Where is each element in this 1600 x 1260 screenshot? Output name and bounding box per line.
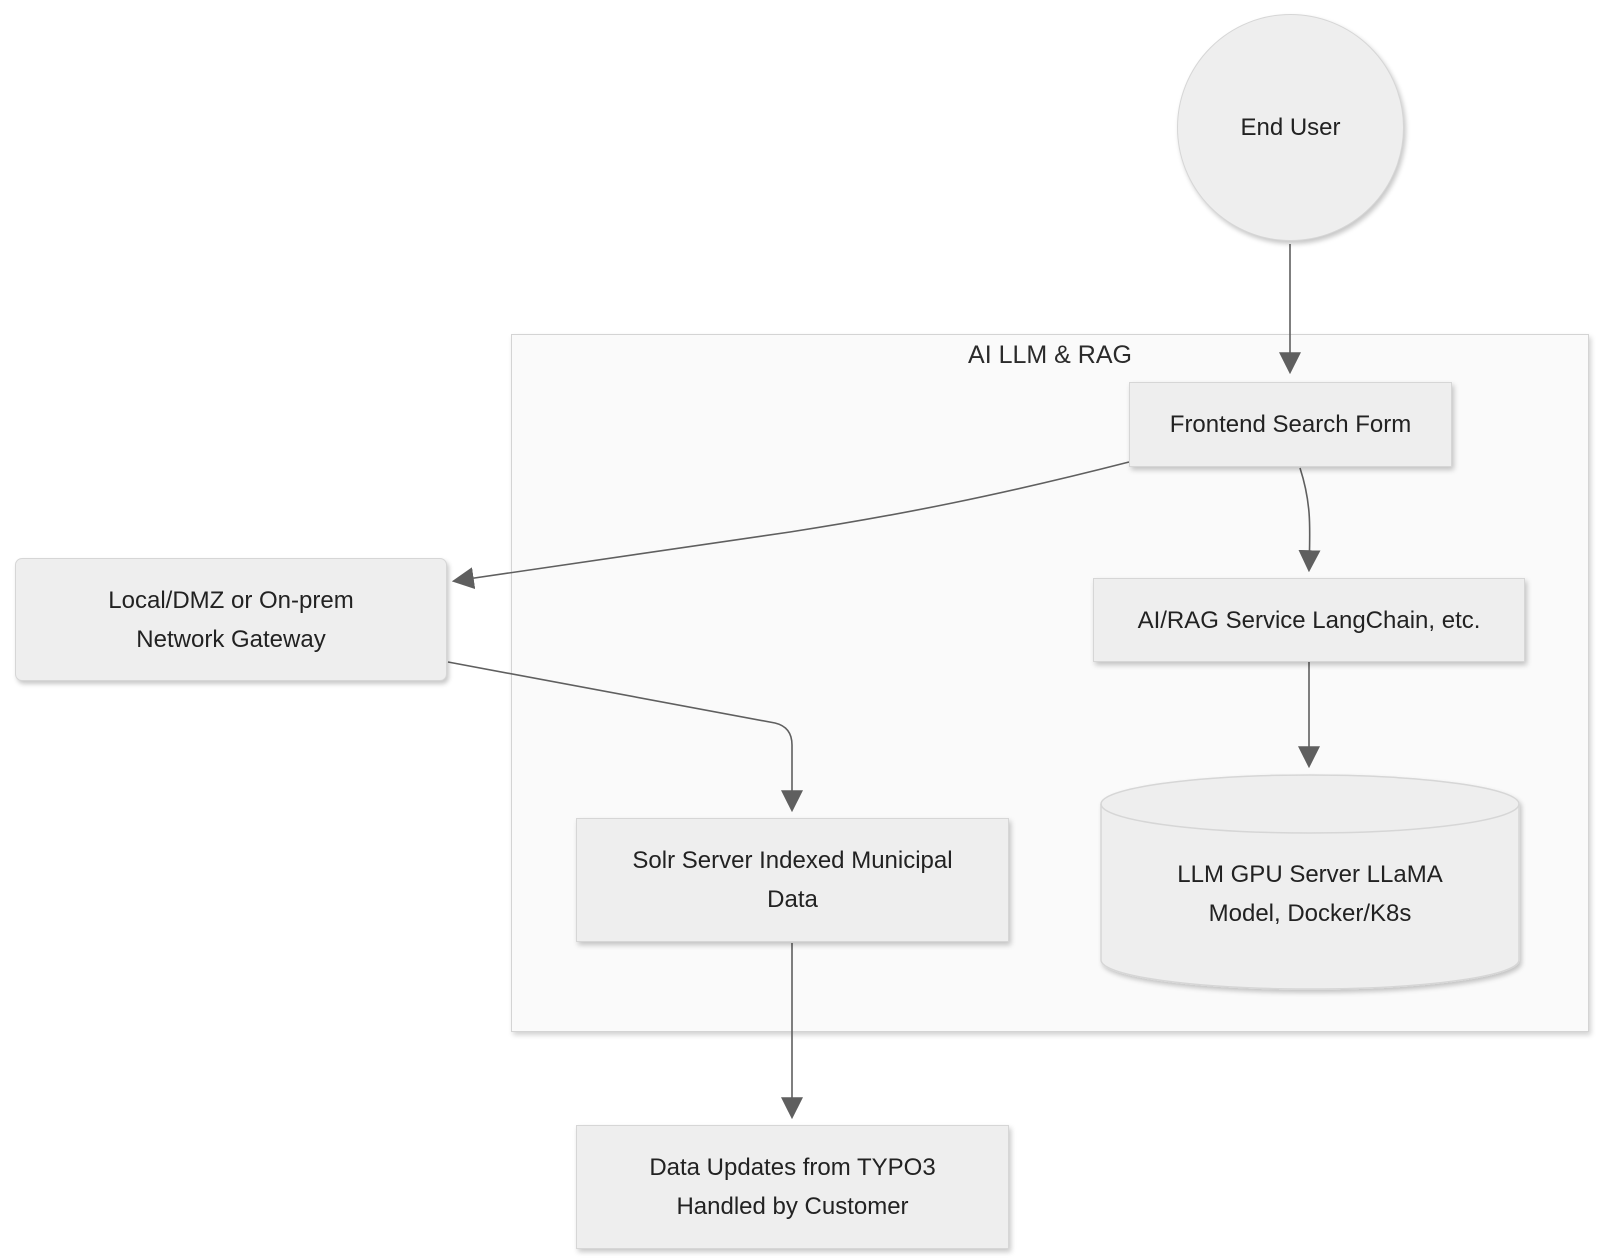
gateway-node: Local/DMZ or On-prem Network Gateway [15, 558, 447, 681]
database-cylinder-icon [1100, 774, 1520, 990]
edge-frontend-airag [1298, 467, 1321, 573]
data-updates-label: Data Updates from TYPO3 Handled by Custo… [649, 1154, 936, 1220]
data-updates-node: Data Updates from TYPO3 Handled by Custo… [576, 1125, 1009, 1249]
edge-gateway-solr [447, 661, 803, 813]
edge-frontend-gateway [451, 461, 1130, 590]
frontend-search-form-label: Frontend Search Form [1169, 411, 1412, 438]
cluster-title: AI LLM & RAG [968, 341, 1132, 369]
solr-server-node: Solr Server Indexed Municipal Data [576, 818, 1009, 942]
solr-server-label: Solr Server Indexed Municipal Data [632, 847, 953, 913]
ai-rag-service-label: AI/RAG Service LangChain, etc. [1137, 606, 1481, 634]
end-user-label: End User [1240, 114, 1341, 141]
llm-gpu-server-label: LLM GPU Server LLaMA Model, Docker/K8s [1177, 861, 1443, 927]
ai-rag-service-node: AI/RAG Service LangChain, etc. [1093, 578, 1525, 662]
end-user-node: End User [1177, 14, 1404, 241]
gateway-label: Local/DMZ or On-prem Network Gateway [108, 586, 354, 653]
llm-gpu-server-node: LLM GPU Server LLaMA Model, Docker/K8s [1100, 774, 1520, 990]
frontend-search-form-node: Frontend Search Form [1129, 382, 1452, 467]
